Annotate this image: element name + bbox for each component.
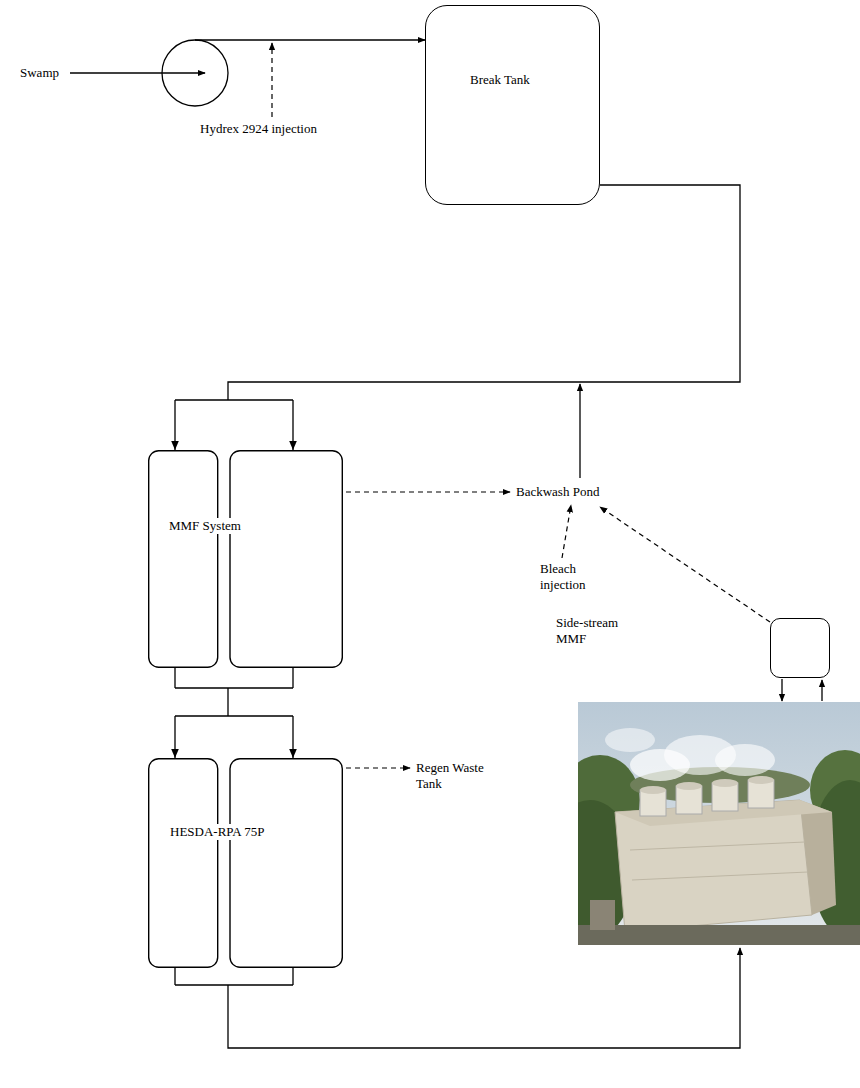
sidestream-supply-line [821,680,822,701]
tank-box: Break Tank [425,5,600,205]
backwash-return-line [579,384,580,478]
sidestream-filter-box: Side-stream MMF [770,618,830,678]
resin-vessels: HESDA-RPA 75P [148,758,343,968]
arrow-head [289,441,297,450]
arrow-head [171,749,179,758]
injection-label: Hydrex 2924 injection [200,121,317,137]
node-title: MMF System [167,518,243,534]
node-title: HESDA-RPA 75P [168,824,267,840]
flow-connector [171,185,740,450]
regen-waste-line [346,767,410,768]
filter-vessels: MMF System [148,450,343,668]
backwash-line [346,491,510,492]
chemical-injection-line [271,43,272,117]
bleach-injection-line [562,505,571,558]
vessel-outline [148,450,343,668]
flow-line [175,185,740,450]
vessel-outline [148,758,343,968]
feed-line [195,39,425,40]
cooling-tower-photo [578,702,860,945]
node-title: Side-stream MMF [556,615,636,646]
flow-line [175,668,293,758]
flow-connector [171,668,297,758]
sidestream-return-line [781,679,782,701]
injection-label: Bleach injection [540,561,602,592]
node-title: Break Tank [470,72,589,88]
intake-line [70,72,205,73]
sidestream-backwash-line [600,507,770,622]
arrow-head [171,441,179,450]
pond-label: Backwash Pond [516,484,599,500]
tank-label: Regen Waste Tank [416,760,488,791]
arrow-head [289,749,297,758]
source-label: Swamp [20,65,59,81]
